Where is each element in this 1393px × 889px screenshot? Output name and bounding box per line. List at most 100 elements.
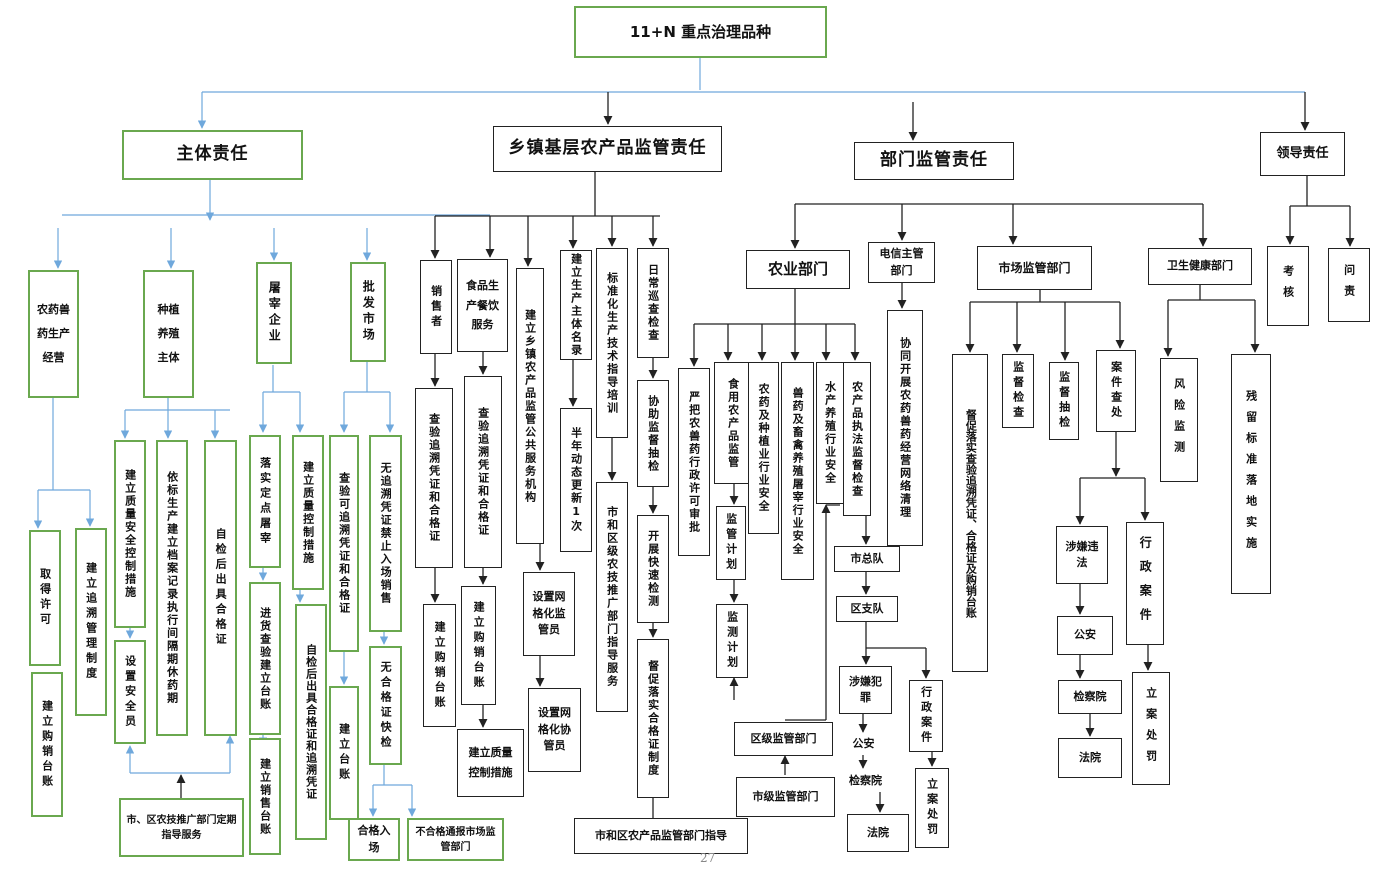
market-dept-label: 市场监管部门	[998, 261, 1071, 275]
market-inspect-label: 监督检查	[1011, 361, 1025, 421]
dept-guide-box: 市和区农产品监管部门指导	[574, 818, 748, 854]
market-court-label: 法院	[1079, 750, 1101, 764]
township-responsibility-label: 乡镇基层农产品监管责任	[508, 138, 707, 159]
market-dept-box: 市场监管部门	[977, 246, 1092, 290]
no-cert-box: 无合格证快检	[369, 646, 402, 765]
fail-report-label: 不合格通报市场监管部门	[415, 826, 496, 853]
city-dept-box: 市级监管部门	[736, 777, 835, 817]
no-trace-label: 无追溯凭证禁止入场销售	[379, 462, 393, 605]
wholesale-box: 批发市场	[350, 262, 386, 362]
pass-in-label: 合格入场	[357, 824, 391, 854]
register-box: 立案处罚	[915, 768, 949, 848]
seller-ledger-label: 建立购销台账	[433, 620, 447, 711]
no-trace-box: 无追溯凭证禁止入场销售	[369, 435, 402, 632]
subject-responsibility-box: 主体责任	[122, 130, 303, 180]
health-dept-label: 卫生健康部门	[1167, 259, 1233, 273]
no-cert-label: 无合格证快检	[379, 660, 393, 751]
market-inspect-box: 监督检查	[1002, 354, 1034, 428]
market-procuratorate-box: 检察院	[1058, 680, 1122, 714]
assess-label: 考核	[1281, 265, 1295, 307]
fast-test-label: 开展快速检测	[646, 530, 660, 608]
procuratorate-label: 检察院	[849, 773, 882, 787]
purchase-ledger-box: 建立购销台账	[31, 672, 63, 817]
crime-box: 涉嫌犯罪	[839, 666, 892, 714]
pesticide-safety-box: 农药及种植业行业安全	[748, 362, 779, 534]
tech-guide-label: 市和区级农技推广部门指导服务	[605, 506, 619, 688]
assess-box: 考核	[1267, 246, 1309, 326]
enforce-check-box: 农产品执法监督检查	[843, 362, 871, 516]
telecom-task-label: 协同开展农药兽药经营网络清理	[898, 337, 912, 519]
pass-in-box: 合格入场	[348, 818, 400, 861]
district-team-label: 区支队	[850, 601, 884, 615]
market-procuratorate-label: 检察院	[1073, 689, 1107, 703]
dept-guide-label: 市和区农产品监管部门指导	[595, 828, 727, 842]
grid-staff-box: 设置网格化监管员	[523, 572, 575, 656]
cat-check-label: 查验追溯凭证和合格证	[476, 407, 490, 537]
cert-system-box: 督促落实合格证制度	[637, 639, 669, 798]
aquatic-safety-label: 水产养殖行业安全	[823, 381, 837, 485]
slaughter-box: 屠宰企业	[256, 262, 292, 364]
grid-assist-box: 设置网格化协管员	[528, 688, 581, 772]
procuratorate-box: 检察院	[842, 770, 889, 792]
ws-ledger-box: 建立台账	[329, 686, 359, 820]
cat-qc-label: 建立质量控制措施	[468, 746, 513, 779]
slaughter-qc-box: 建立质量控制措施	[292, 435, 324, 590]
police-label: 公安	[852, 737, 875, 751]
city-team-box: 市总队	[834, 546, 900, 572]
permit-label: 取得许可	[38, 568, 52, 628]
admin-case-label: 行政案件	[919, 686, 933, 746]
update-box: 半年动态更新1次	[560, 408, 592, 552]
check-trace-label: 查验可追溯凭证和合格证	[337, 472, 351, 615]
grid-staff-label: 设置网格化监管员	[532, 590, 566, 637]
district-dept-label: 区级监管部门	[750, 731, 817, 745]
city-team-label: 市总队	[850, 551, 884, 565]
telecom-dept-box: 电信主管部门	[868, 242, 935, 283]
grid-assist-label: 设置网格化协管员	[538, 706, 571, 753]
patrol-label: 日常巡查检查	[646, 264, 660, 342]
agri-permit-label: 严把农兽药行政许可审批	[687, 390, 701, 534]
market-sample-label: 监督抽检	[1057, 371, 1071, 431]
trace-system-label: 建立追溯管理制度	[84, 562, 98, 682]
trace-system-box: 建立追溯管理制度	[75, 528, 107, 716]
town-org-box: 建立乡镇农产品监管公共服务机构	[516, 268, 544, 544]
cat-check-box: 查验追溯凭证和合格证	[464, 376, 502, 568]
market-crime-box: 涉嫌违法	[1056, 526, 1108, 584]
market-register-label: 立案处罚	[1144, 686, 1158, 771]
root-box: 11+N 重点治理品种	[574, 6, 827, 58]
residue-box: 残留标准落地实施	[1231, 354, 1271, 594]
qc-measures-box: 建立质量安全控制措施	[114, 440, 146, 628]
account-label: 问责	[1342, 264, 1356, 306]
market-police-label: 公安	[1074, 628, 1096, 642]
market-admin-label: 行政案件	[1138, 535, 1153, 632]
market-trace-label: 督促落实查验追溯凭证、合格证及购销台账	[964, 408, 978, 618]
agri-permit-box: 严把农兽药行政许可审批	[678, 368, 710, 556]
register-label: 立案处罚	[925, 778, 939, 838]
fixed-point-label: 落实定点屠宰	[258, 456, 272, 547]
assist-check-label: 协助监督抽检	[646, 394, 660, 473]
market-register-box: 立案处罚	[1132, 672, 1170, 785]
court-box: 法院	[847, 814, 909, 852]
guidance-label: 市、区农技推广部门定期指导服务	[126, 814, 237, 841]
std-training-label: 标准化生产技术指导培训	[605, 271, 619, 415]
tech-guide-box: 市和区级农技推广部门指导服务	[596, 482, 628, 712]
monitor-plan-label: 监测计划	[725, 611, 739, 671]
vet-safety-label: 兽药及畜禽养殖屠宰行业安全	[791, 386, 805, 556]
dept-responsibility-box: 部门监管责任	[854, 142, 1014, 180]
telecom-dept-label: 电信主管部门	[879, 247, 924, 277]
subject-responsibility-label: 主体责任	[176, 144, 249, 165]
market-admin-box: 行政案件	[1126, 522, 1164, 645]
planting-box: 种植养殖主体	[143, 270, 194, 398]
enforce-check-label: 农产品执法监督检查	[850, 380, 864, 498]
roster-box: 建立生产主体名录	[560, 250, 592, 360]
district-team-box: 区支队	[836, 596, 898, 622]
update-label: 半年动态更新1次	[569, 427, 583, 533]
inbound-box: 进货查验建立台账	[249, 582, 281, 735]
root-label: 11+N 重点治理品种	[629, 22, 772, 41]
dept-responsibility-label: 部门监管责任	[880, 150, 988, 171]
seller-ledger-box: 建立购销台账	[423, 604, 456, 727]
wholesale-label: 批发市场	[361, 280, 376, 344]
seller-check-box: 查验追溯凭证和合格证	[415, 388, 453, 568]
safety-officer-box: 设置安全员	[114, 640, 146, 744]
police-box: 公安	[840, 734, 887, 755]
sales-ledger-label: 建立销售台账	[258, 757, 272, 836]
